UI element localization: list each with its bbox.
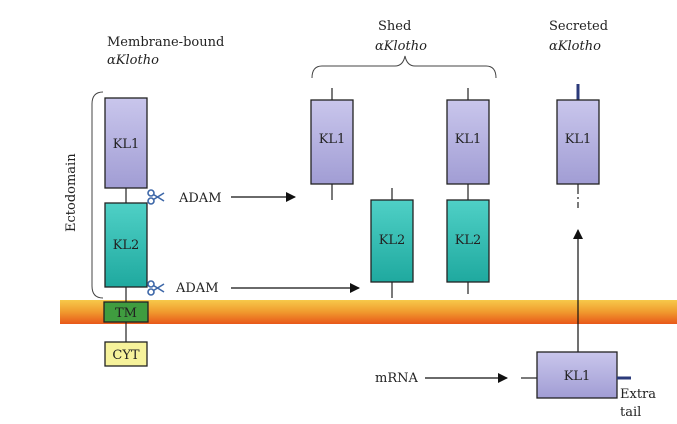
extra-tail-label-line2: tail (620, 405, 641, 420)
mrna-kl1-label: KL1 (564, 369, 591, 384)
membrane-kl1-label: KL1 (113, 137, 140, 152)
mrna-label: mRNA (375, 371, 418, 386)
extra-tail-label-line1: Extra (620, 387, 656, 402)
shed-full-kl1-label: KL1 (455, 132, 482, 147)
membrane-bound-title-line1: Membrane-bound (107, 35, 224, 50)
cell-membrane (60, 300, 677, 324)
tm-label: TM (115, 306, 137, 321)
adam-top-label: ADAM (178, 191, 222, 206)
membrane-kl1-box (104, 97, 148, 189)
ectodomain-label: Ectodomain (64, 153, 79, 232)
shed-title-line2: αKlotho (375, 39, 427, 54)
membrane-kl2-label: KL2 (113, 238, 140, 253)
cyt-label: CYT (112, 348, 140, 363)
secreted-title-line2: αKlotho (549, 39, 601, 54)
secreted-title-line1: Secreted (549, 19, 608, 34)
shed-kl1-label: KL1 (319, 132, 346, 147)
shed-full-kl2-box (446, 199, 490, 283)
secreted-kl1-label: KL1 (565, 132, 592, 147)
cyt-box (104, 341, 148, 367)
scissors-icon (147, 189, 165, 205)
adam-bottom-label: ADAM (175, 281, 219, 296)
mrna-kl1-box (536, 351, 618, 399)
shed-brace (311, 55, 497, 79)
scissors-icon (147, 280, 165, 296)
shed-full-kl2-label: KL2 (455, 233, 482, 248)
membrane-kl2-box (104, 202, 148, 288)
shed-title-line1: Shed (378, 19, 411, 34)
ectodomain-bracket (91, 91, 104, 299)
membrane-bound-title-line2: αKlotho (107, 53, 159, 68)
secreted-kl1-box (556, 99, 600, 185)
shed-kl2-label: KL2 (379, 233, 406, 248)
shed-full-kl1-box (446, 99, 490, 185)
